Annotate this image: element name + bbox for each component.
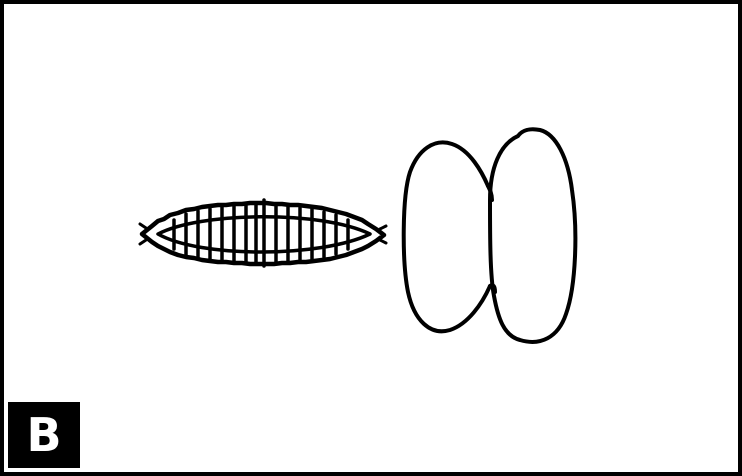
panel-label: B bbox=[8, 402, 80, 468]
figure-canvas bbox=[4, 4, 738, 472]
dividing-cell-icon bbox=[404, 129, 576, 342]
segmented-spindle-icon bbox=[140, 200, 386, 266]
